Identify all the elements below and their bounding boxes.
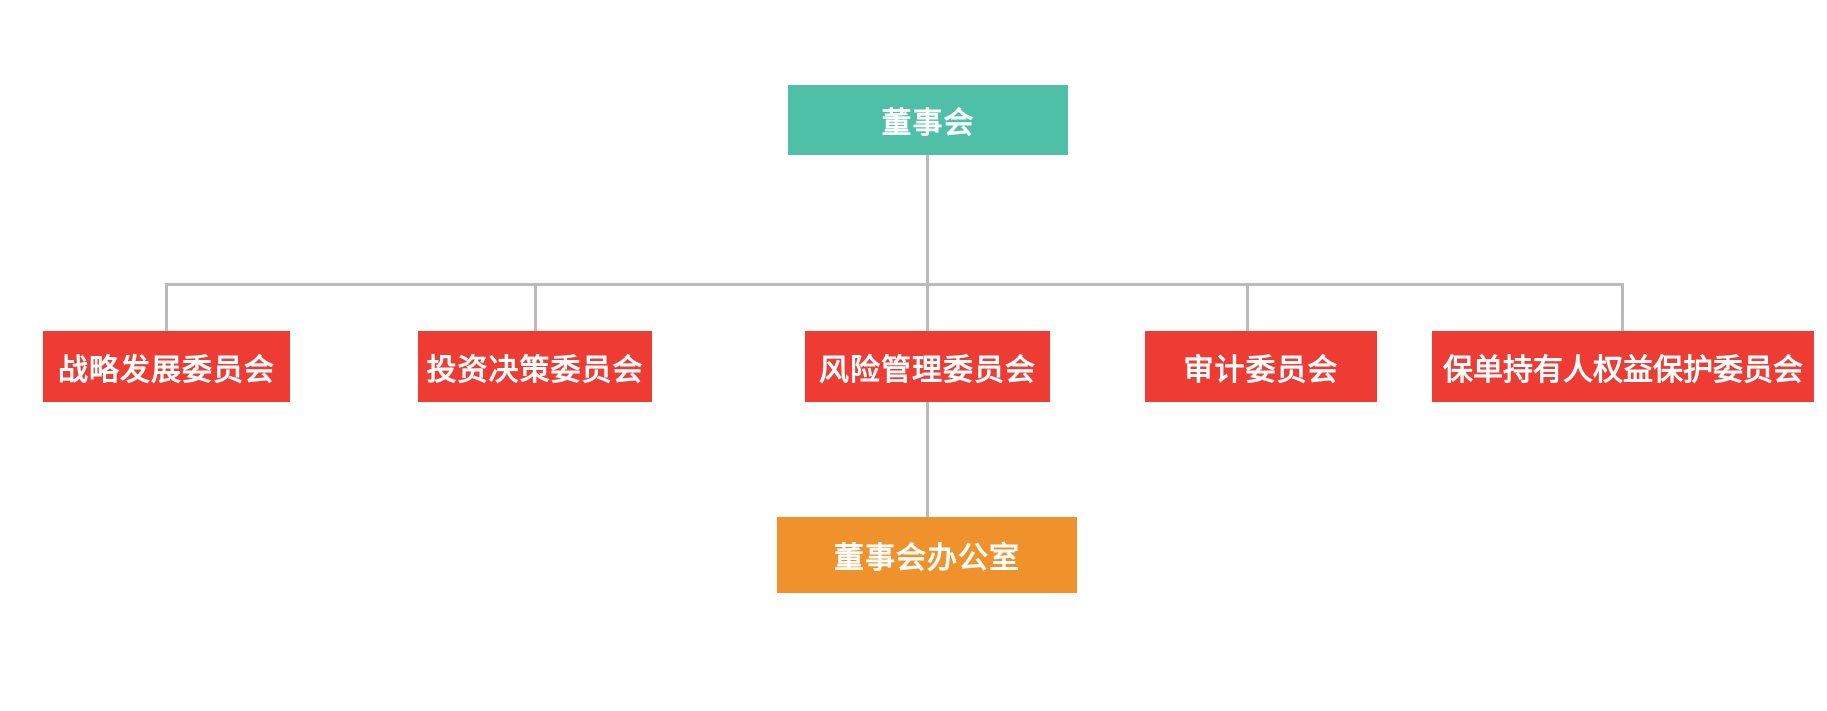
connector-drop-audit [1246,283,1249,331]
org-node-strategy-committee: 战略发展委员会 [43,331,290,402]
org-node-board: 董事会 [788,85,1068,155]
connector-drop-policyholder [1621,283,1624,331]
org-node-policyholder-committee: 保单持有人权益保护委员会 [1432,331,1814,402]
connector-drop-risk [926,283,929,331]
connector-drop-investment [534,283,537,331]
connector-drop-strategy [165,283,168,331]
connector-board-to-bus [926,155,929,286]
connector-risk-to-office [926,402,929,517]
org-node-audit-committee: 审计委员会 [1145,331,1377,402]
org-node-risk-committee: 风险管理委员会 [805,331,1050,402]
org-node-board-office: 董事会办公室 [777,517,1077,593]
org-node-investment-committee: 投资决策委员会 [418,331,652,402]
connector-horizontal-bus [165,283,1624,286]
